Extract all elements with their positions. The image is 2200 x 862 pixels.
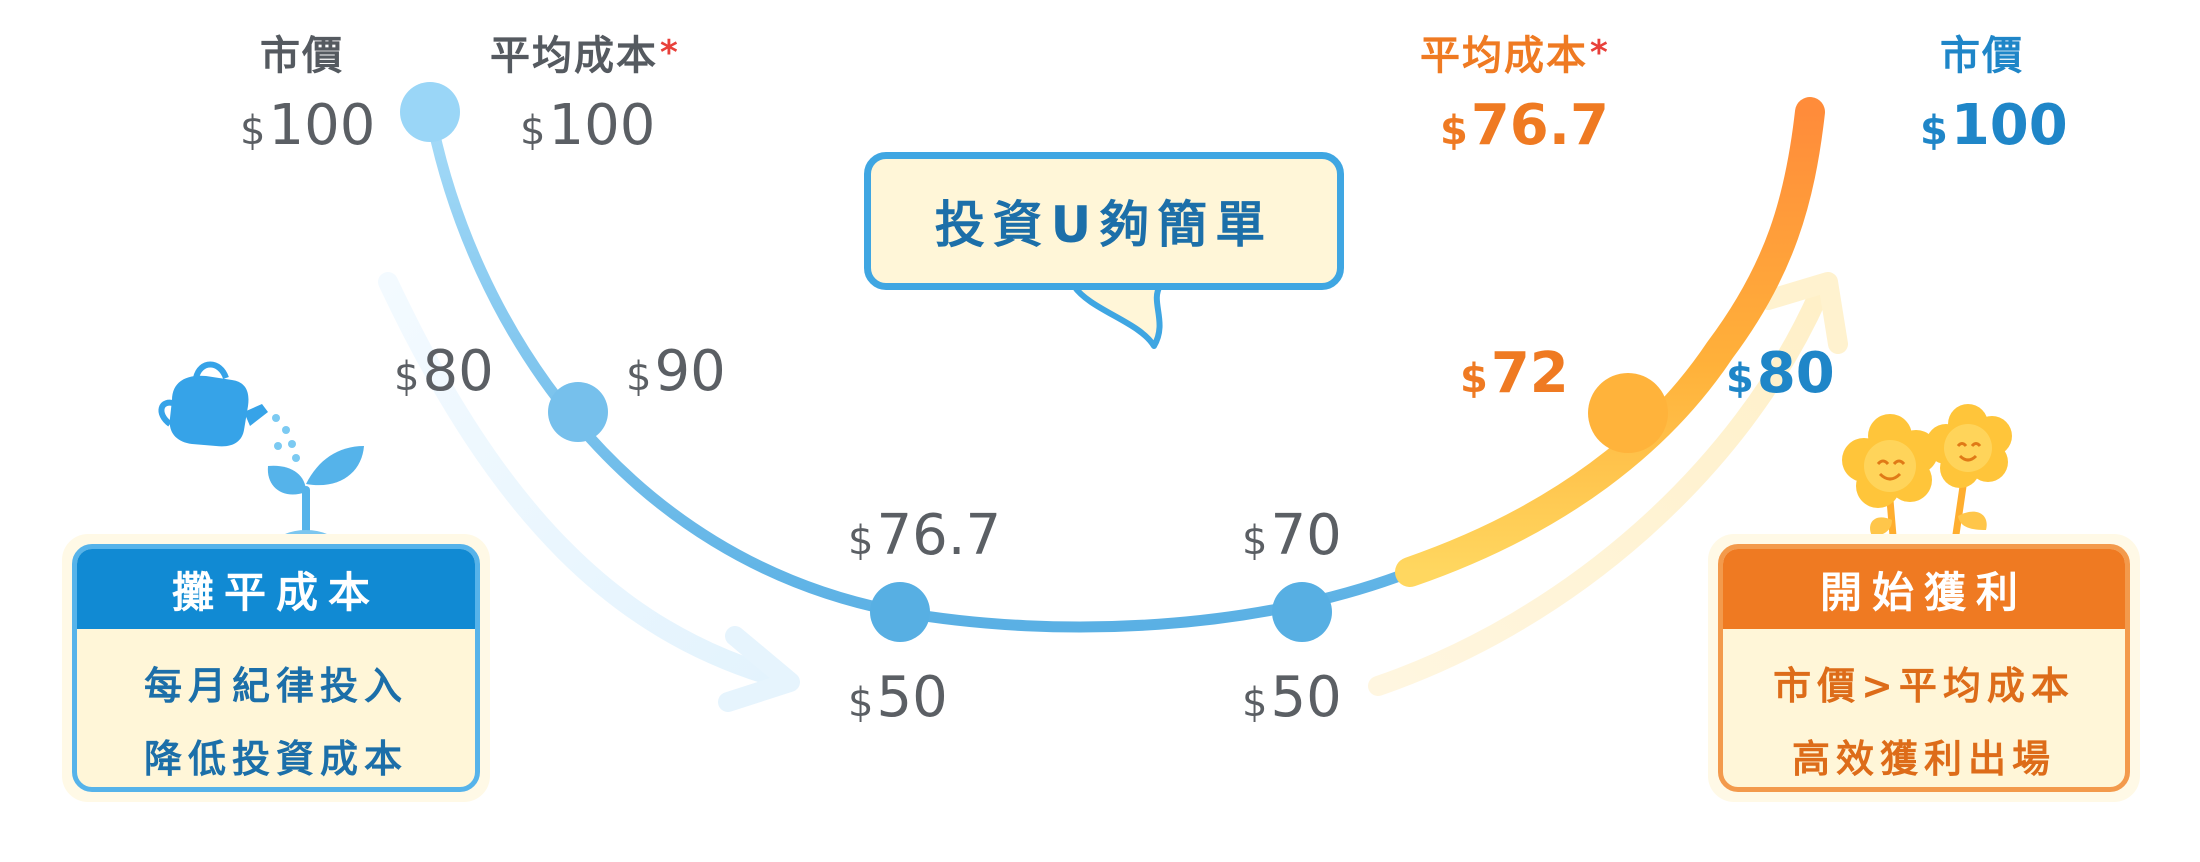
profit-card-title: 開始獲利 [1723, 549, 2125, 629]
left-avg-star: * [660, 33, 680, 73]
average-cost-card-title: 攤平成本 [77, 549, 475, 629]
right-market-price-value: 100 [1950, 93, 2068, 158]
currency-symbol: $ [848, 518, 874, 564]
orange-profit-curve [1395, 97, 1825, 587]
bubble-tail [1071, 283, 1163, 349]
left-avg-price-value: 100 [548, 93, 656, 158]
watering-can-icon [158, 361, 300, 462]
label-80-left-value: 80 [422, 339, 494, 404]
currency-symbol: $ [1440, 108, 1468, 154]
currency-symbol: $ [626, 354, 652, 400]
currency-symbol: $ [520, 108, 546, 154]
label-70-bottom: $70 [1242, 508, 1342, 564]
slogan-bubble: 投資U夠簡單 [864, 152, 1344, 290]
currency-symbol: $ [848, 680, 874, 726]
label-50-left: $50 [848, 670, 948, 726]
blue-cost-curve [424, 106, 1416, 633]
currency-symbol: $ [1920, 108, 1948, 154]
profit-card-body: 市價>平均成本 高效獲利出場 [1723, 629, 2125, 783]
left-market-label: 市價 [260, 33, 344, 79]
currency-symbol: $ [1460, 356, 1488, 402]
right-avg-star: * [1590, 33, 1610, 73]
left-market-price-value: 100 [268, 93, 376, 158]
smiling-flowers-icon [1842, 404, 2012, 549]
currency-symbol: $ [1726, 356, 1754, 402]
average-cost-card-body: 每月紀律投入 降低投資成本 [77, 629, 475, 783]
point-76 [870, 582, 930, 642]
right-market-label: 市價 [1940, 33, 2024, 79]
right-market-price: $100 [1920, 98, 2068, 154]
label-80-right: $80 [1726, 346, 1835, 402]
profit-card-line2: 高效獲利出場 [1791, 737, 2056, 781]
currency-symbol: $ [1242, 518, 1268, 564]
right-avg-price: $76.7 [1440, 98, 1609, 154]
slogan-text: 投資U夠簡單 [934, 196, 1274, 254]
average-cost-card-line1: 每月紀律投入 [143, 664, 408, 708]
label-72-right: $72 [1460, 346, 1569, 402]
point-100 [400, 82, 460, 142]
point-90 [548, 382, 608, 442]
right-avg-price-value: 76.7 [1470, 93, 1610, 158]
currency-symbol: $ [1242, 680, 1268, 726]
label-80-left: $80 [394, 344, 494, 400]
currency-symbol: $ [394, 354, 420, 400]
profit-card-line1: 市價>平均成本 [1773, 664, 2075, 708]
label-76-bottom-value: 76.7 [876, 503, 1002, 568]
label-80-right-value: 80 [1756, 341, 1835, 406]
average-cost-card: 攤平成本 每月紀律投入 降低投資成本 [72, 544, 480, 792]
point-72 [1588, 373, 1668, 453]
left-market-price: $100 [240, 98, 375, 154]
label-90-left-value: 90 [654, 339, 726, 404]
left-down-arrow [378, 272, 800, 712]
label-90-left: $90 [626, 344, 726, 400]
label-50-right: $50 [1242, 670, 1342, 726]
left-avg-cost-label: 平均成本* [490, 36, 680, 76]
label-50-left-value: 50 [876, 665, 948, 730]
average-cost-card-line2: 降低投資成本 [143, 737, 408, 781]
left-avg-cost-text: 平均成本 [490, 33, 658, 79]
label-76-bottom: $76.7 [848, 508, 1001, 564]
right-avg-cost-label: 平均成本* [1420, 36, 1610, 76]
label-50-right-value: 50 [1270, 665, 1342, 730]
left-avg-price: $100 [520, 98, 655, 154]
right-up-arrow [1368, 272, 1848, 696]
profit-card: 開始獲利 市價>平均成本 高效獲利出場 [1718, 544, 2130, 792]
label-72-right-value: 72 [1490, 341, 1569, 406]
right-avg-cost-text: 平均成本 [1420, 33, 1588, 79]
label-70-bottom-value: 70 [1270, 503, 1342, 568]
currency-symbol: $ [240, 108, 266, 154]
point-70 [1272, 582, 1332, 642]
